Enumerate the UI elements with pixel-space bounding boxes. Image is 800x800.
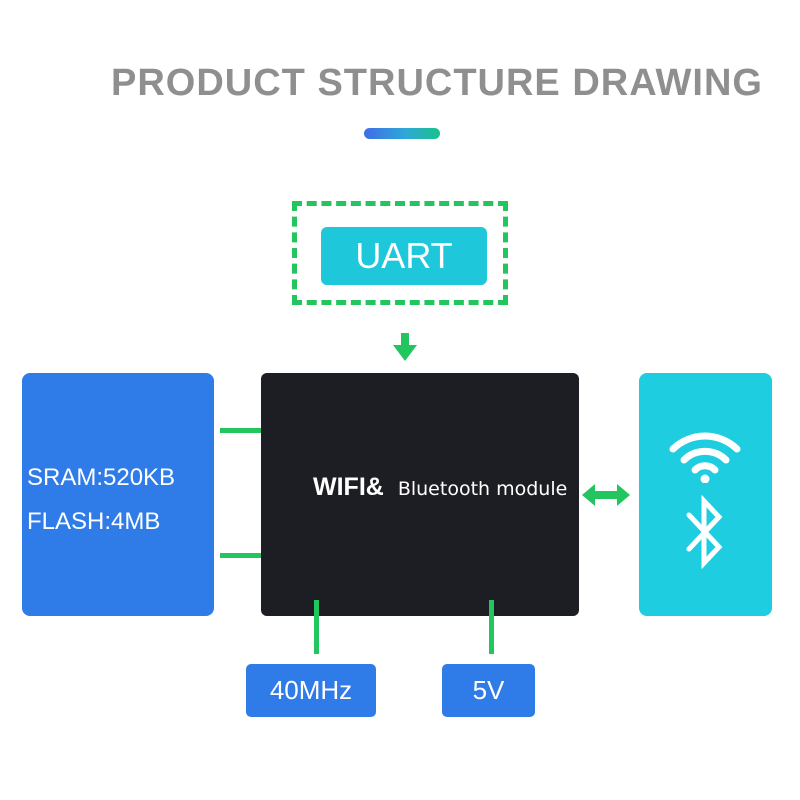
wireless-box xyxy=(639,373,772,616)
module-bluetooth-label: Bluetooth module xyxy=(397,478,568,500)
clock-label: 40MHz xyxy=(269,675,353,705)
bluetooth-icon xyxy=(686,495,723,569)
connector-line-voltage xyxy=(489,600,494,654)
connector-line-upper xyxy=(220,428,273,433)
arrow-down-icon xyxy=(393,333,417,361)
connector-line-clock xyxy=(314,600,319,654)
connector-line-lower xyxy=(220,553,273,558)
title-underline-bar xyxy=(364,128,440,139)
memory-box: SRAM:520KB FLASH:4MB xyxy=(22,373,214,616)
wifi-bluetooth-module: WIFI& Bluetooth module xyxy=(261,373,579,616)
double-arrow-icon xyxy=(582,484,630,506)
wifi-icon xyxy=(669,432,741,483)
voltage-label: 5V xyxy=(472,675,505,705)
uart-label: UART xyxy=(355,235,453,276)
page-title: PRODUCT STRUCTURE DRAWING xyxy=(111,62,763,104)
voltage-box: 5V xyxy=(442,664,535,717)
uart-box: UART xyxy=(321,227,487,285)
clock-box: 40MHz xyxy=(246,664,376,717)
flash-label: FLASH:4MB xyxy=(27,508,161,535)
sram-label: SRAM:520KB xyxy=(27,464,176,491)
module-wifi-label: WIFI& xyxy=(313,473,384,501)
uart-dashed-frame xyxy=(292,201,508,305)
module-label: WIFI& Bluetooth module xyxy=(313,473,567,502)
